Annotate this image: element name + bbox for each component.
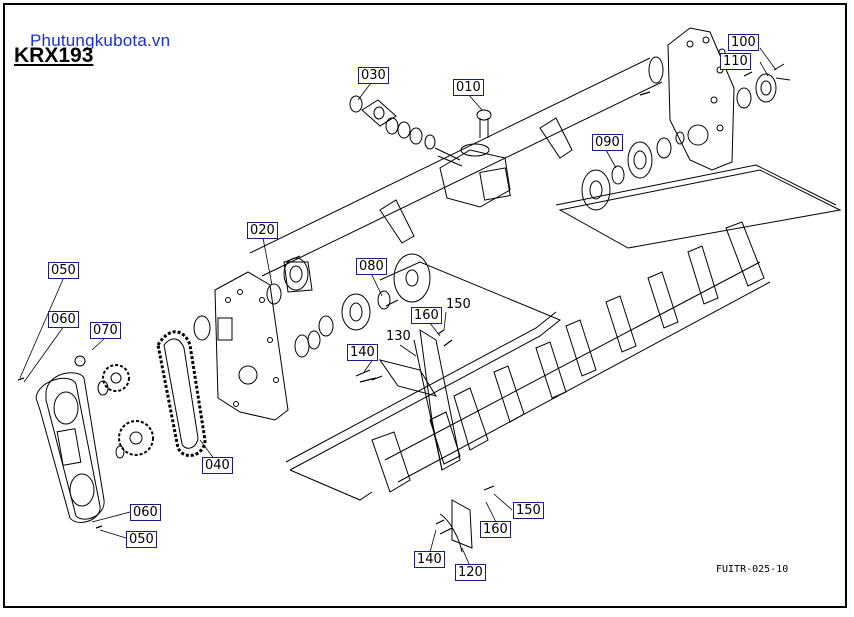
chain-case-cover	[35, 355, 105, 523]
reference-box-upper	[555, 164, 842, 249]
callout-150-lower[interactable]: 150	[513, 502, 544, 519]
right-bearing-cover	[736, 63, 791, 109]
tube-brackets	[379, 117, 573, 244]
reference-box-lower	[285, 261, 561, 501]
callout-050-upper[interactable]: 050	[48, 262, 79, 279]
figure-code: FUITR-025-10	[716, 564, 789, 575]
bearing-080	[193, 290, 391, 358]
site-watermark: Phutungkubota.vn	[30, 31, 171, 50]
drive-chain-040	[156, 330, 207, 458]
callout-070[interactable]: 070	[90, 322, 121, 339]
lower-bracket-120	[439, 499, 473, 553]
bolts	[17, 71, 753, 535]
sprockets	[97, 364, 154, 459]
bearing-hub-020	[266, 257, 313, 305]
callout-050-lower[interactable]: 050	[126, 531, 157, 548]
callout-020[interactable]: 020	[247, 222, 278, 239]
input-shaft-parts	[349, 95, 463, 167]
callout-010[interactable]: 010	[453, 79, 484, 96]
rotor-flanges	[371, 221, 765, 493]
rotor-shaft	[384, 261, 771, 483]
callout-160-upper[interactable]: 160	[411, 307, 442, 324]
callout-040[interactable]: 040	[202, 457, 233, 474]
callout-060-lower[interactable]: 060	[130, 504, 161, 521]
left-side-plate	[214, 271, 289, 421]
gearbox-housing	[439, 109, 511, 208]
model-title: KRX193	[14, 44, 94, 67]
diagram-frame	[3, 3, 847, 608]
callout-060-upper[interactable]: 060	[48, 311, 79, 328]
callout-140-upper[interactable]: 140	[347, 344, 378, 361]
bearing-stack-090	[581, 131, 685, 211]
callout-150-upper[interactable]: 150	[446, 297, 471, 312]
callout-100[interactable]: 100	[728, 34, 759, 51]
callout-130[interactable]: 130	[386, 329, 411, 344]
callout-110[interactable]: 110	[720, 53, 751, 70]
callout-140-lower[interactable]: 140	[414, 551, 445, 568]
leader-lines	[19, 47, 777, 567]
support-bracket-130	[378, 329, 461, 471]
callout-030[interactable]: 030	[358, 67, 389, 84]
callout-090[interactable]: 090	[592, 134, 623, 151]
shaft-flange	[385, 253, 431, 307]
callout-080[interactable]: 080	[356, 258, 387, 275]
right-side-plate	[667, 27, 735, 171]
callout-120[interactable]: 120	[455, 564, 486, 581]
callout-160-lower[interactable]: 160	[480, 521, 511, 538]
